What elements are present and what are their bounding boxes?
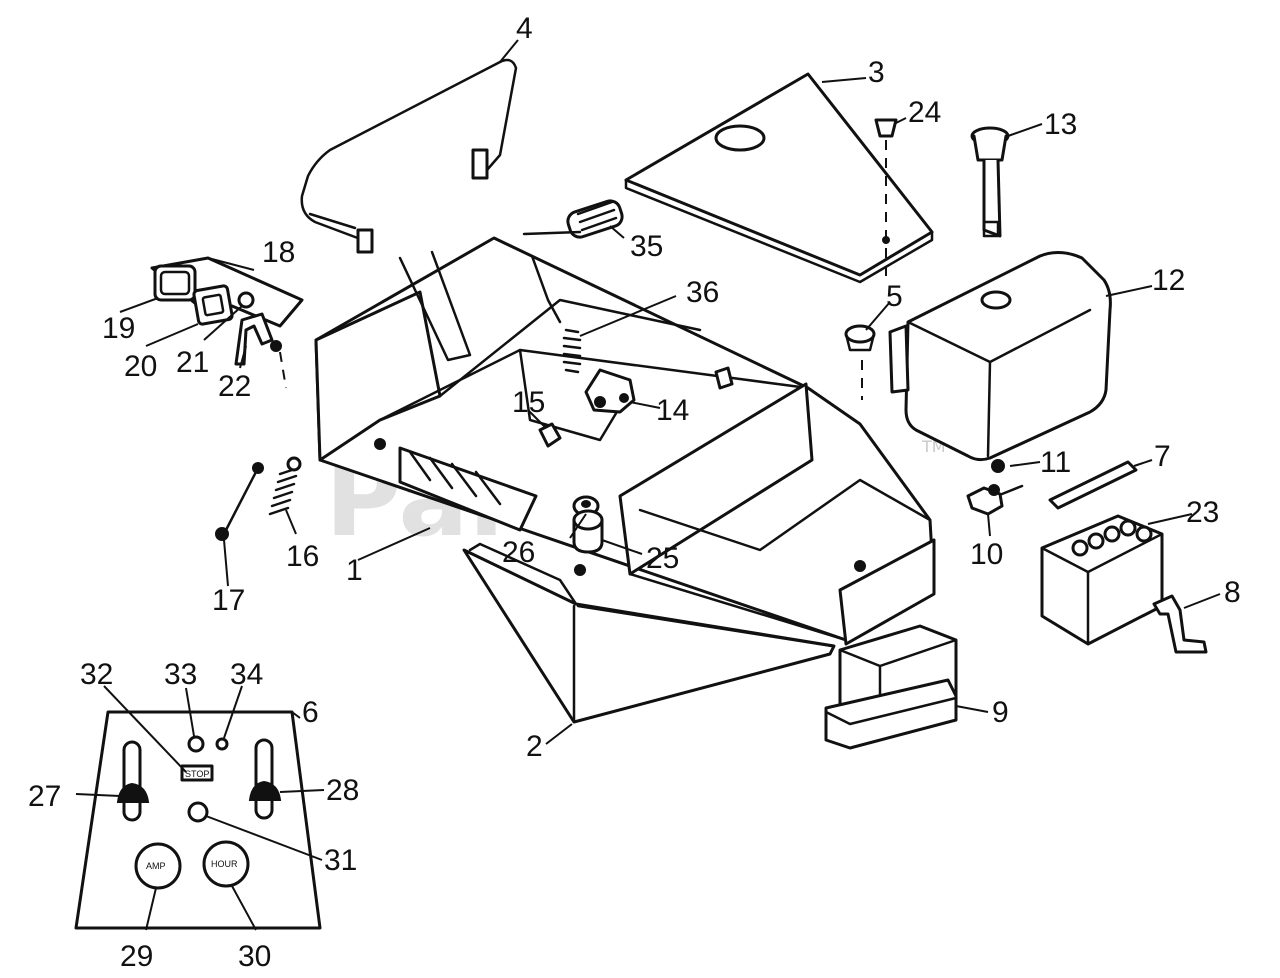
stop-switch-label: STOP bbox=[185, 769, 209, 779]
callout-33: 33 bbox=[164, 658, 197, 691]
callout-20: 20 bbox=[124, 350, 157, 383]
part-28-lever-right[interactable] bbox=[248, 738, 282, 820]
callout-2: 2 bbox=[526, 730, 543, 763]
callout-19: 19 bbox=[102, 312, 135, 345]
part-11-plug[interactable] bbox=[991, 459, 1005, 473]
callout-11: 11 bbox=[1040, 446, 1071, 479]
part-19-lens[interactable] bbox=[153, 264, 197, 302]
part-4-handle[interactable] bbox=[300, 58, 518, 254]
part-1-frame[interactable] bbox=[314, 230, 936, 646]
callout-23: 23 bbox=[1186, 496, 1219, 529]
callout-30: 30 bbox=[238, 940, 271, 973]
part-14-switch[interactable] bbox=[584, 368, 636, 414]
hour-gauge-label: HOUR bbox=[211, 859, 238, 869]
callout-36: 36 bbox=[686, 276, 719, 309]
part-35-grip[interactable] bbox=[565, 198, 624, 239]
callout-14: 14 bbox=[656, 394, 689, 427]
part-31-knob[interactable] bbox=[187, 801, 209, 823]
part-16-spring[interactable] bbox=[268, 456, 302, 516]
part-12-fuel-tank[interactable] bbox=[888, 251, 1112, 462]
part-33-indicator[interactable] bbox=[187, 735, 205, 753]
part-30-hour-gauge[interactable]: HOUR bbox=[202, 840, 250, 888]
part-3-cover-plate[interactable] bbox=[624, 72, 934, 284]
part-10-valve[interactable] bbox=[966, 484, 1024, 516]
callout-16: 16 bbox=[286, 540, 319, 573]
part-2-lower-pan[interactable] bbox=[462, 542, 836, 724]
callout-31: 31 bbox=[324, 844, 357, 877]
callout-10: 10 bbox=[970, 538, 1003, 571]
callout-labels: 4 3 24 13 18 35 12 36 5 19 20 21 22 15 1… bbox=[28, 12, 1241, 973]
part-7-strap[interactable] bbox=[1048, 460, 1138, 510]
part-34-indicator[interactable] bbox=[215, 737, 229, 751]
callout-18: 18 bbox=[262, 236, 295, 269]
callout-3: 3 bbox=[868, 56, 885, 89]
callout-21: 21 bbox=[176, 346, 209, 379]
part-21-screw[interactable] bbox=[237, 291, 255, 309]
part-25-bushing[interactable] bbox=[572, 509, 604, 554]
callout-25: 25 bbox=[646, 542, 679, 575]
part-15-clip[interactable] bbox=[538, 422, 562, 448]
part-22-latch[interactable] bbox=[234, 312, 287, 389]
part-23-battery[interactable] bbox=[1040, 514, 1164, 646]
callout-34: 34 bbox=[230, 658, 263, 691]
leader-lines bbox=[75, 39, 1221, 931]
part-36-spring[interactable] bbox=[562, 328, 582, 374]
callout-28: 28 bbox=[326, 774, 359, 807]
part-13-filler-neck[interactable] bbox=[970, 126, 1010, 238]
amp-gauge-label: AMP bbox=[146, 861, 166, 871]
part-8-bracket[interactable] bbox=[1152, 594, 1208, 654]
part-32-stop-switch[interactable]: STOP bbox=[180, 764, 214, 782]
part-5-grommet[interactable] bbox=[844, 324, 876, 400]
part-9-seat-block[interactable] bbox=[824, 624, 958, 750]
callout-22: 22 bbox=[218, 370, 251, 403]
callout-13: 13 bbox=[1044, 108, 1077, 141]
callout-7: 7 bbox=[1154, 440, 1171, 473]
callout-15: 15 bbox=[512, 386, 545, 419]
callout-12: 12 bbox=[1152, 264, 1185, 297]
callout-35: 35 bbox=[630, 230, 663, 263]
part-29-amp-gauge[interactable]: AMP bbox=[134, 842, 182, 890]
callout-4: 4 bbox=[516, 12, 533, 45]
part-17-rod[interactable] bbox=[215, 462, 264, 541]
callout-26: 26 bbox=[502, 536, 535, 569]
part-27-lever-left[interactable] bbox=[116, 740, 150, 822]
callout-27: 27 bbox=[28, 780, 61, 813]
callout-32: 32 bbox=[80, 658, 113, 691]
callout-29: 29 bbox=[120, 940, 153, 973]
callout-9: 9 bbox=[992, 696, 1009, 729]
callout-24: 24 bbox=[908, 96, 941, 129]
callout-1: 1 bbox=[346, 554, 363, 587]
part-24-bolt[interactable] bbox=[874, 118, 898, 280]
callout-5: 5 bbox=[886, 280, 903, 313]
callout-6: 6 bbox=[302, 696, 319, 729]
callout-17: 17 bbox=[212, 584, 245, 617]
part-20-gasket[interactable] bbox=[192, 284, 234, 326]
callout-8: 8 bbox=[1224, 576, 1241, 609]
